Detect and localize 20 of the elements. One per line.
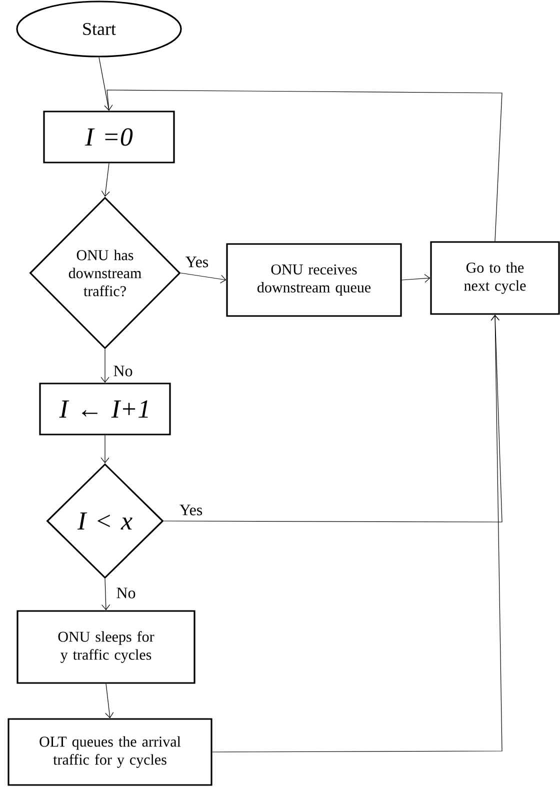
- arrow: [101, 163, 110, 197]
- arrow: [180, 272, 226, 284]
- process-box: OLT queues the arrival traffic for y cycles: [8, 718, 212, 786]
- process-box: ONU receives downstream queue: [226, 243, 402, 317]
- edge-label: No: [116, 588, 136, 598]
- edge-label: Yes: [180, 504, 202, 516]
- process-box: I ← I+1: [39, 382, 171, 436]
- edge-label: Yes: [186, 256, 208, 268]
- arrow: [100, 349, 110, 383]
- arrow: [100, 435, 110, 464]
- process-box: ONU sleeps for y traffic cycles: [16, 610, 196, 684]
- arrow: [212, 314, 502, 752]
- arrow: [105, 684, 114, 718]
- process-box: I =0: [43, 110, 175, 164]
- process-box: Go to the next cycle: [430, 241, 560, 315]
- arrow: [104, 90, 502, 242]
- arrow: [102, 578, 110, 610]
- arrow: [164, 314, 502, 522]
- arrow: [402, 274, 430, 283]
- edge-label: No: [114, 366, 132, 376]
